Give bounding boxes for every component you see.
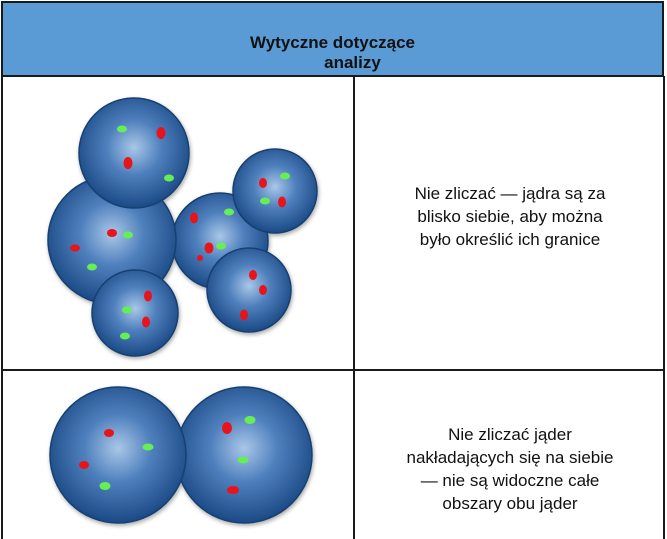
- header-title-line1: Wytyczne dotyczące: [249, 33, 416, 52]
- column-divider: [353, 76, 355, 539]
- nuclei-cluster-illustration: [47, 97, 318, 357]
- nucleus: [78, 97, 190, 209]
- red-signals: [79, 422, 239, 494]
- red-signals: [70, 127, 286, 328]
- nucleus: [232, 148, 318, 234]
- row2-line: — nie są widoczne całe: [420, 471, 600, 490]
- row2-line: obszary obu jąder: [442, 494, 578, 513]
- row1-line: blisko siebie, aby można: [417, 207, 603, 226]
- header-title-line2: analizy: [324, 53, 381, 72]
- green-signals: [87, 125, 290, 340]
- table-header: Wytyczne dotyczące analizy: [1, 1, 664, 77]
- nucleus: [49, 386, 187, 524]
- row2-description: Nie zliczać jąder nakładających się na s…: [356, 423, 664, 515]
- table-right-border: [663, 76, 665, 539]
- row1-line: było określić ich granice: [419, 230, 601, 249]
- row-divider: [1, 369, 665, 371]
- row1-description: Nie zliczać — jądra są za blisko siebie,…: [356, 182, 664, 251]
- row2-line: Nie zliczać jąder: [448, 425, 572, 444]
- green-signals: [99, 416, 256, 490]
- nucleus: [91, 269, 179, 357]
- table-left-border: [1, 76, 3, 539]
- nucleus: [175, 386, 313, 524]
- overlapping-nuclei-illustration: [49, 386, 313, 524]
- row2-line: nakładających się na siebie: [406, 448, 614, 467]
- nucleus: [206, 247, 292, 333]
- row1-line: Nie zliczać — jądra są za: [414, 184, 606, 203]
